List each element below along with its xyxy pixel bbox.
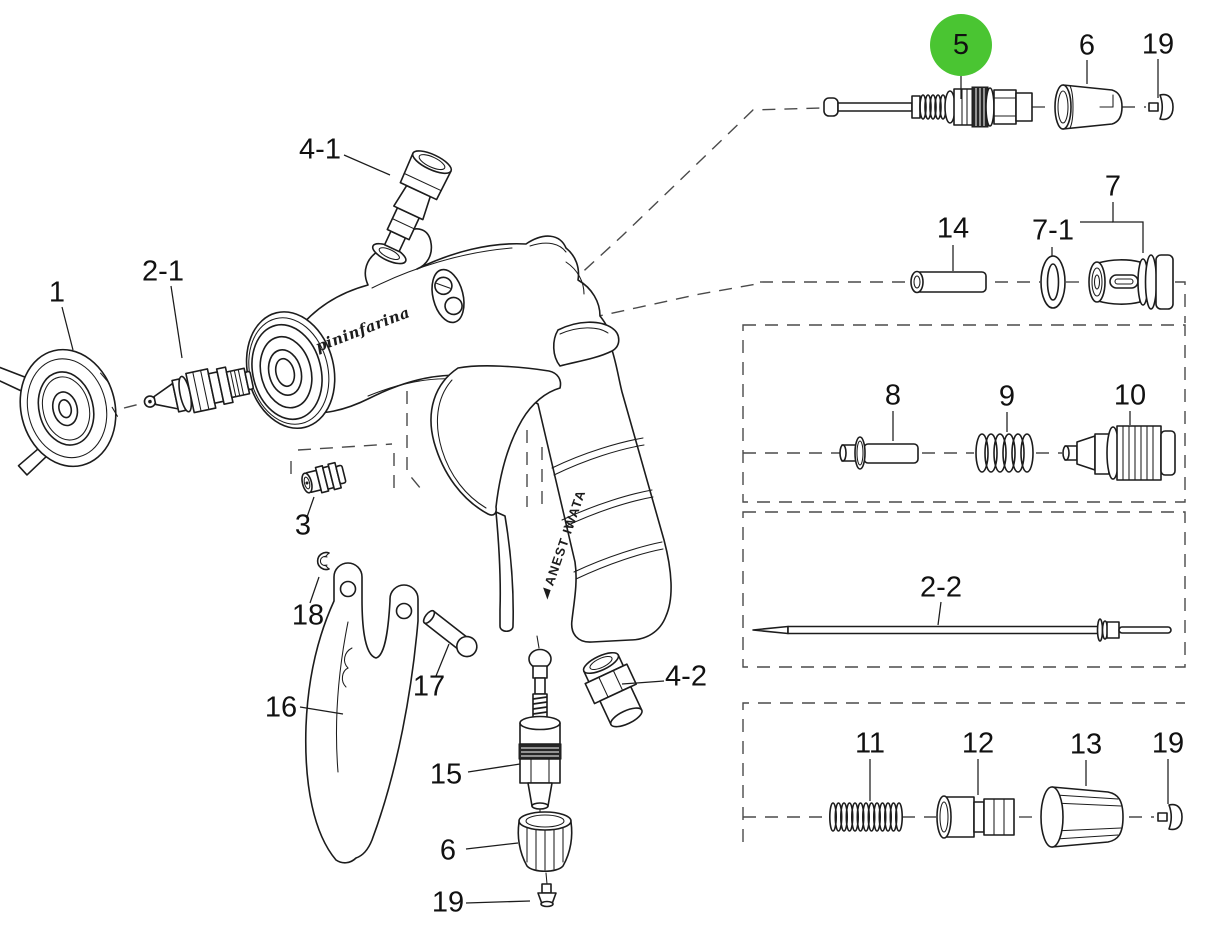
part-7-1-o-ring: [1040, 255, 1066, 309]
part-label-7[interactable]: 7: [1104, 170, 1122, 203]
part-12-air-valve-set: [936, 795, 1015, 839]
screw-boss: [431, 268, 465, 324]
part-label-7-1[interactable]: 7-1: [1032, 214, 1074, 247]
part-3-bushing: [301, 461, 347, 494]
trigger-installed: [430, 365, 562, 633]
part-13-knob: [1040, 786, 1124, 848]
part-label-5[interactable]: 5: [930, 14, 992, 76]
part-label-18[interactable]: 18: [291, 599, 325, 632]
part-label-1[interactable]: 1: [48, 276, 66, 309]
part-label-19-top[interactable]: 19: [1141, 28, 1175, 61]
part-10-valve-seat: [1062, 425, 1176, 481]
part-label-9[interactable]: 9: [998, 380, 1016, 413]
label-leader-lines: [61, 59, 1169, 904]
part-18-e-clip: [316, 551, 330, 571]
part-6-knob-top: [1054, 84, 1123, 130]
part-label-12[interactable]: 12: [961, 727, 995, 760]
part-17-pin: [422, 609, 478, 658]
part-label-10[interactable]: 10: [1113, 379, 1147, 412]
part-8-valve-stem: [839, 436, 919, 470]
grip-ridges: [551, 437, 664, 580]
assembly-guide-lines: [123, 106, 1186, 842]
part-19-screw-bottom: [537, 883, 557, 908]
dashed-box-valve-set: [742, 702, 1185, 842]
part-label-13[interactable]: 13: [1069, 728, 1103, 761]
part-label-11[interactable]: 11: [854, 727, 886, 760]
dashed-box-needle: [742, 511, 1186, 668]
part-11-spring: [828, 802, 903, 832]
part-label-19-bottom-right[interactable]: 19: [1151, 727, 1185, 760]
part-15-fluid-adjust-set: [518, 648, 562, 810]
part-label-15[interactable]: 15: [429, 758, 463, 791]
part-label-14[interactable]: 14: [936, 212, 970, 245]
part-19-screw-bottom-right: [1157, 803, 1183, 831]
part-4-2-air-joint: [582, 651, 643, 728]
part-2-2-fluid-needle: [752, 618, 1172, 642]
part-5-needle-packing-set: [823, 86, 1033, 128]
rear-paddle: [552, 321, 620, 367]
gun-body-drawing: pininfarina ANEST IWATA: [245, 228, 672, 885]
part-7-air-valve: [1088, 254, 1174, 310]
part-1-air-cap: [0, 348, 118, 476]
part-label-2-1[interactable]: 2-1: [142, 255, 184, 288]
part-label-6-bottom[interactable]: 6: [439, 834, 457, 867]
dashed-box-air-set: [742, 324, 1186, 503]
part-label-4-1[interactable]: 4-1: [299, 133, 341, 166]
part-6-knob-bottom: [517, 811, 573, 873]
part-label-17[interactable]: 17: [412, 670, 446, 703]
part-label-6-top[interactable]: 6: [1078, 29, 1096, 62]
part-4-1-inlet-nipple: [371, 150, 453, 265]
part-19-screw-top: [1148, 93, 1174, 121]
part-9-spring: [975, 433, 1034, 473]
part-16-trigger: [304, 562, 419, 864]
part-label-19-bottom[interactable]: 19: [431, 886, 465, 919]
part-label-4-2[interactable]: 4-2: [665, 660, 707, 693]
part-label-3[interactable]: 3: [294, 509, 312, 542]
part-label-8[interactable]: 8: [884, 379, 902, 412]
part-14-valve-pin: [910, 270, 987, 294]
part-2-1-nozzle: [143, 366, 254, 414]
anest-iwata-logo: [543, 587, 551, 600]
part-label-16[interactable]: 16: [264, 691, 298, 724]
part-label-2-2[interactable]: 2-2: [920, 571, 962, 604]
